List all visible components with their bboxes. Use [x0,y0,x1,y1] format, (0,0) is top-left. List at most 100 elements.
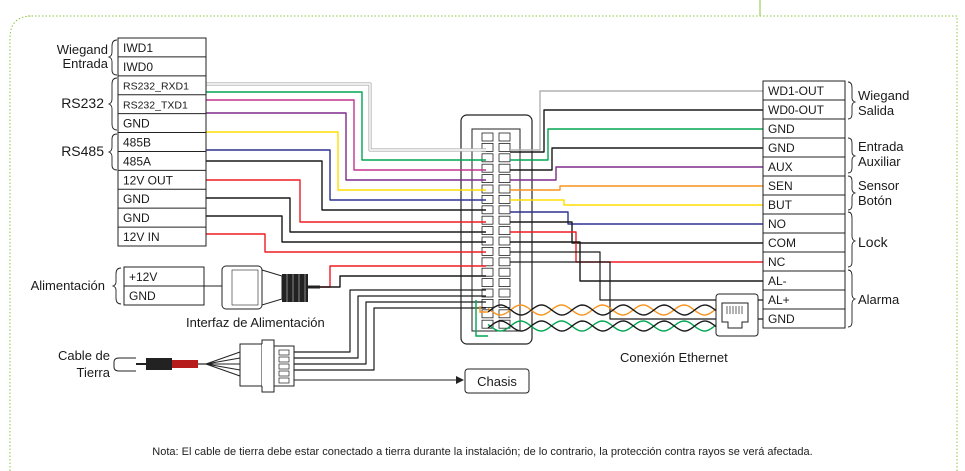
power-interface-label: Interfaz de Alimentación [186,315,325,330]
chassis-box [464,368,530,394]
aux-in-label-line2: Auxiliar [858,154,901,169]
right-terminal-label: BUT [768,198,793,212]
wire [206,83,486,151]
ethernet-twisted-pair [475,300,717,337]
wire [206,160,486,211]
ethernet-label: Conexión Ethernet [620,350,728,365]
ethernet-wire [479,306,488,313]
connector-pin [481,278,494,288]
wire [510,166,763,181]
dotted-border [9,15,958,471]
left-terminal-block: IWD1IWD0RS232_RXD1RS232_TXD1GND485B485A1… [117,37,207,247]
wire [206,131,486,191]
wire [206,91,486,161]
left-terminal-label: 12V IN [123,230,160,244]
ethernet-wire [487,320,717,332]
connector-pin [498,142,511,152]
connector-pin [498,215,511,225]
installation-note: Nota: El cable de tierra debe estar cone… [152,446,813,458]
connector-pin [498,174,511,184]
right-terminal-label: AL+ [768,293,790,307]
connector-pin [498,236,511,246]
right-terminal-label: GND [768,122,795,136]
wire [206,215,486,243]
rs232-brace [107,77,118,131]
connector-pin [498,257,511,267]
wiegand-in-brace [107,39,118,76]
power-terminal-label: +12V [129,270,157,284]
ground-cable-label-line1: Cable de [58,348,110,363]
connector-pin [481,132,494,142]
connector-pins [481,132,511,329]
left-terminal-label: IWD1 [123,41,153,55]
wire [206,233,486,253]
wire [294,295,486,359]
connector-pin [481,267,494,277]
wire [510,251,763,301]
left-terminal-label: GND [123,211,150,225]
wire [510,147,763,171]
right-terminal-label: SEN [768,179,793,193]
connector-pin [481,309,494,319]
left-terminal-label: IWD0 [123,60,153,74]
right-terminal-label: NO [768,217,786,231]
right-terminal-label: COM [768,236,796,250]
wires [206,82,763,371]
connector-pin [498,226,511,236]
connector-pin [481,153,494,163]
wire [510,109,763,153]
right-terminal-label: AUX [768,160,793,174]
rs232-label: RS232 [61,95,104,111]
connector-pin [481,236,494,246]
wiegand-out-label-line2: Salida [858,103,895,118]
wire [206,197,486,233]
left-terminal-label: RS232_RXD1 [123,81,189,93]
rs485-brace [107,133,118,171]
alarm-brace [847,269,857,328]
left-terminal-label: 12V OUT [123,173,174,187]
connector-pin [498,194,511,204]
main-connector [460,114,533,345]
wiegand-out-label-line1: Wiegand [858,88,909,103]
wire [320,275,486,288]
rs485-label: RS485 [61,143,104,159]
wire [206,179,486,223]
wire [206,112,486,181]
left-terminal-label: GND [123,117,150,131]
cable-connector-icon [205,339,295,393]
connector-pin [498,184,511,194]
power-label: Alimentación [31,278,105,293]
wire [206,149,486,201]
connector-pin [498,246,511,256]
connector-pin [481,298,494,308]
connector-pin [498,298,511,308]
wiegand-in-label-line2: Entrada [62,56,108,71]
chassis-arrowhead [456,376,464,384]
connector-pin [498,267,511,277]
power-brace [111,267,122,305]
sensor-button-brace [847,175,857,211]
right-terminal-label: NC [768,255,786,269]
lock-brace [847,211,857,268]
connector-pin [481,288,494,298]
connector-pin [481,215,494,225]
wire [510,128,763,161]
connector-pin [498,319,511,329]
sensor-label: Sensor [858,178,900,193]
wire [294,307,486,371]
wiegand-in-label-line1: Wiegand [57,42,108,57]
ethernet-port-icon [715,293,759,337]
right-terminal-label: GND [768,141,795,155]
connector-pin [498,132,511,142]
wire [510,185,763,191]
connector-pin [481,142,494,152]
wire [510,211,763,225]
right-terminal-block: WD1-OUTWD0-OUTGNDGNDAUXSENBUTNOCOMNCAL-A… [762,80,846,329]
wire [510,90,763,151]
left-terminal-label: 485A [123,154,151,168]
ethernet-wire [475,300,488,337]
right-terminal-label: GND [768,312,795,326]
wire [206,99,486,171]
